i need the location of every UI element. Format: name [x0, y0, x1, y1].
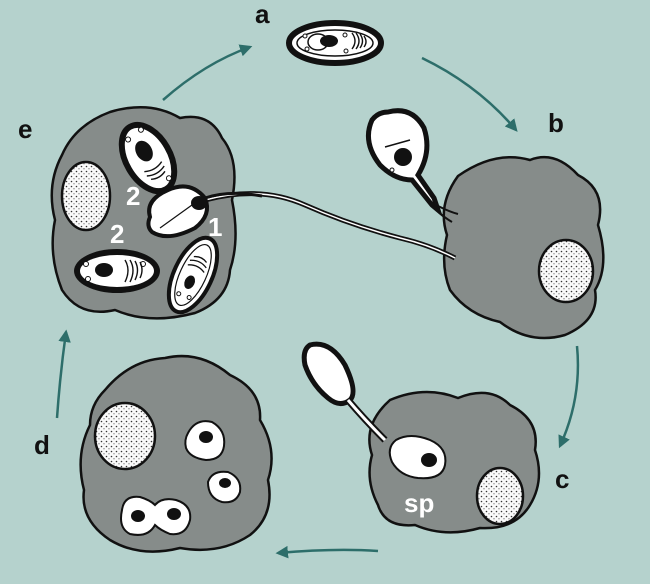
host-nucleus-e — [60, 160, 112, 232]
arrow-e-to-a — [162, 44, 253, 101]
label-d: d — [34, 430, 50, 460]
label-two-upper: 2 — [126, 181, 140, 211]
label-e: e — [18, 114, 32, 144]
stage-c-host-cell — [301, 341, 541, 534]
stage-e-host-cell — [50, 106, 457, 320]
label-c: c — [555, 464, 569, 494]
label-b: b — [548, 108, 564, 138]
stage-a-spore — [286, 20, 384, 66]
arrow-c-to-d — [275, 545, 379, 559]
sporoplasm — [388, 435, 447, 480]
host-nucleus-c — [475, 466, 525, 526]
meront-middle — [206, 470, 242, 504]
arrow-d-to-e — [55, 329, 71, 419]
label-sp: sp — [404, 488, 434, 518]
polar-tube — [204, 191, 457, 261]
arrow-a-to-b — [421, 56, 518, 132]
spore-lower-left — [74, 249, 160, 293]
spore-lower-right — [166, 235, 220, 315]
spore-discharged — [146, 184, 209, 239]
meront-dividing — [120, 495, 192, 536]
label-a: a — [255, 0, 270, 29]
arrow-b-to-c — [558, 345, 580, 449]
stage-d-host-cell — [79, 354, 273, 553]
meront-upper — [184, 420, 226, 462]
label-one: 1 — [208, 212, 222, 242]
label-two-lower: 2 — [110, 219, 124, 249]
germinating-spore-c — [301, 341, 447, 480]
stage-b-host-cell — [365, 108, 605, 340]
germinating-spore-b — [365, 108, 459, 223]
cycle-arrows — [55, 44, 580, 559]
host-nucleus-b — [537, 238, 595, 304]
host-nucleus-d — [93, 401, 157, 471]
